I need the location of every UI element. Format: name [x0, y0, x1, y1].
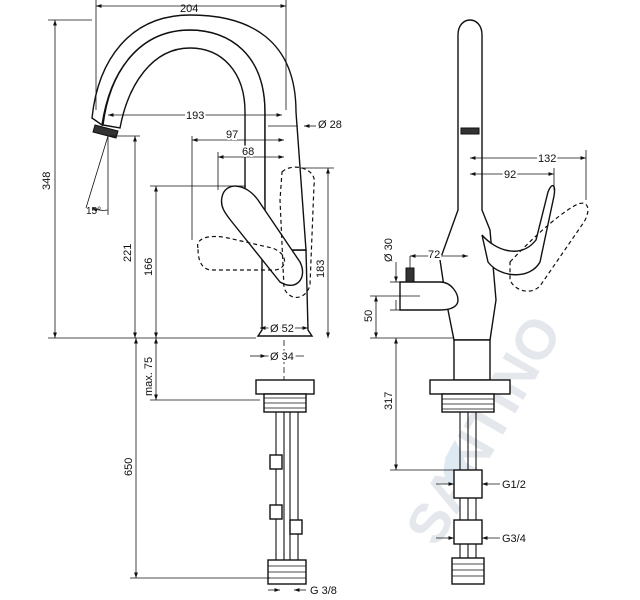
- dim-97: 97: [226, 129, 238, 141]
- supply-hoses: [267, 412, 307, 585]
- side-lever: [481, 185, 556, 276]
- dim-650: 650: [123, 458, 135, 476]
- dim-knob-diameter: Ø 30: [383, 238, 395, 262]
- dim-g38: G 3/8: [310, 585, 337, 597]
- side-hoses: [451, 412, 485, 585]
- side-knob-tip: [405, 267, 415, 283]
- front-view: 204 348 193 Ø 28 97 68 15° 221 166: [41, 0, 342, 597]
- side-knob: [399, 281, 459, 311]
- dim-shank-diameter: Ø 34: [270, 351, 294, 363]
- dim-348: 348: [41, 172, 53, 190]
- dim-204: 204: [180, 3, 198, 15]
- dim-317: 317: [383, 392, 395, 410]
- dim-92: 92: [504, 169, 516, 181]
- dim-g34: G3/4: [502, 533, 526, 545]
- lever-alt-position-side: [197, 235, 286, 271]
- dim-g12: G1/2: [502, 479, 526, 491]
- dim-angle: 15°: [86, 206, 101, 217]
- side-view: 132 92 Ø 30 72 50 317 G1/2 G3/4: [363, 19, 589, 585]
- dim-132: 132: [538, 153, 556, 165]
- dim-50: 50: [363, 310, 375, 322]
- dim-221: 221: [122, 244, 134, 262]
- lever-handle: [220, 185, 304, 287]
- base-plate: [255, 379, 315, 395]
- dim-68: 68: [242, 146, 254, 158]
- dim-166: 166: [143, 258, 155, 276]
- dim-base-diameter: Ø 52: [270, 323, 294, 335]
- dim-72: 72: [428, 249, 440, 261]
- dim-193: 193: [186, 110, 204, 122]
- side-aerator: [460, 127, 480, 135]
- lever-alt-position-up: [279, 166, 315, 298]
- side-base-plate: [429, 379, 511, 395]
- dim-max-75: max. 75: [143, 357, 155, 396]
- aerator: [92, 124, 119, 139]
- dim-spout-diameter: Ø 28: [318, 119, 342, 131]
- dim-183: 183: [315, 260, 327, 278]
- side-lever-alt: [509, 202, 589, 292]
- side-shank: [453, 339, 491, 381]
